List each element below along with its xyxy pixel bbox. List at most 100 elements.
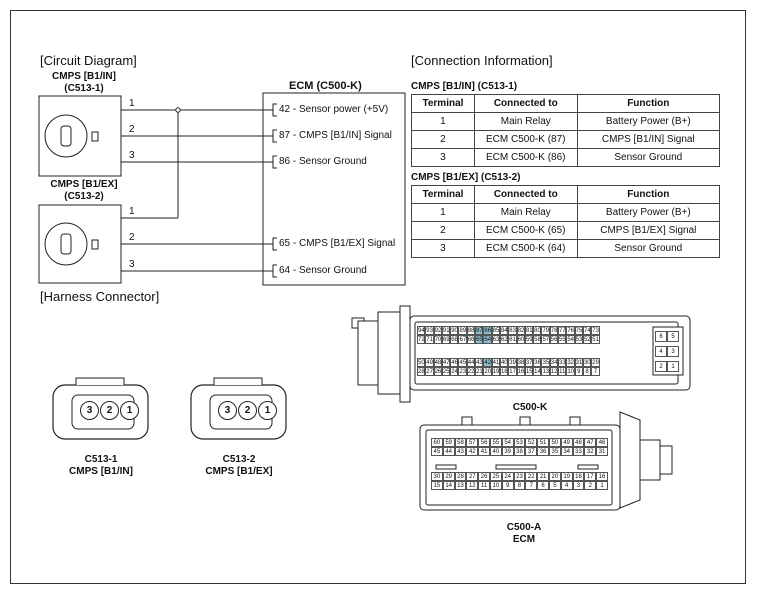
pin-35: 35 [548,447,561,456]
pin-9: 9 [574,367,583,376]
pin-20: 20 [483,367,492,376]
pin-6: 6 [655,331,667,342]
pin-44: 44 [466,358,476,367]
pin-1: 1 [120,401,139,420]
pin-48: 48 [433,358,442,367]
pin-57: 57 [541,335,550,344]
pin-92: 92 [433,326,442,335]
sensor1-name: CMPS [B1/IN] (C513-1) [52,71,116,94]
pin-1: 1 [596,481,608,490]
ecm-pin-label: 65 - CMPS [B1/EX] Signal [279,238,396,249]
pin-31: 31 [574,358,583,367]
c513-1-pins: 3 2 1 [80,401,139,420]
pin-24: 24 [501,472,514,481]
pin-56: 56 [478,438,490,447]
pin-86: 86 [483,326,492,335]
c513-1-caption: C513-1 CMPS [B1/IN] [69,454,133,477]
c500a-caption: C500-A ECM [506,522,542,545]
pin-12: 12 [466,481,479,490]
pin-46: 46 [450,358,459,367]
pin-33: 33 [572,447,585,456]
pin-81: 81 [524,326,534,335]
pin-38: 38 [513,447,526,456]
pin-78: 78 [549,326,559,335]
pin-11: 11 [478,481,490,490]
pin-24: 24 [450,367,459,376]
pin-77: 77 [558,326,567,335]
pin-1: 1 [667,361,679,372]
pin-71: 71 [425,335,434,344]
pin-48: 48 [572,438,585,447]
pin-72: 72 [417,335,426,344]
pin-45: 45 [431,447,443,456]
pin-42: 42 [483,358,492,367]
pin-22: 22 [466,367,476,376]
pin-15: 15 [431,481,443,490]
pin-88: 88 [466,326,476,335]
pin-80: 80 [533,326,542,335]
pin-46: 46 [596,438,608,447]
pin-2: 2 [238,401,257,420]
pin-14: 14 [533,367,542,376]
pin-31: 31 [596,447,608,456]
pin-36: 36 [537,447,549,456]
pin-35: 35 [541,358,550,367]
ecm-title: ECM (C500-K) [289,80,362,92]
pin-54: 54 [566,335,575,344]
pin-43: 43 [475,358,484,367]
pin-2: 2 [584,481,597,490]
pin-63: 63 [491,335,500,344]
pin-41: 41 [491,358,500,367]
pin-39: 39 [501,447,514,456]
pin-51: 51 [537,438,549,447]
pin-87: 87 [475,326,484,335]
pin-29: 29 [591,358,600,367]
pin-8: 8 [582,367,592,376]
sensor2-name: CMPS [B1/EX] (C513-2) [50,179,118,202]
pin-67: 67 [458,335,467,344]
wire-number: 2 [129,124,135,135]
pin-16: 16 [516,367,525,376]
pin-47: 47 [584,438,597,447]
pin-53: 53 [574,335,583,344]
table2-title: CMPS [B1/EX] (C513-2) [411,172,521,183]
connection-table-c513-2: Terminal Connected to Function 1 Main Re… [411,185,721,258]
pin-51: 51 [591,335,600,344]
pin-20: 20 [548,472,561,481]
pin-4: 4 [560,481,573,490]
pin-55: 55 [489,438,502,447]
pin-5: 5 [548,481,561,490]
pin-2: 2 [100,401,119,420]
pin-28: 28 [417,367,426,376]
pin-56: 56 [549,335,559,344]
pin-17: 17 [508,367,517,376]
pin-23: 23 [513,472,526,481]
ecm-pin-label: 86 - Sensor Ground [279,156,367,167]
pin-16: 16 [596,472,608,481]
pin-40: 40 [489,447,502,456]
pin-34: 34 [560,447,573,456]
ecm-box [262,92,406,286]
pin-37: 37 [524,358,534,367]
pin-85: 85 [491,326,500,335]
pin-66: 66 [466,335,476,344]
pin-22: 22 [525,472,538,481]
table-row: 1 Main Relay Battery Power (B+) [411,112,721,131]
pin-90: 90 [450,326,459,335]
pin-7: 7 [525,481,538,490]
pin-58: 58 [533,335,542,344]
connection-table-c513-1: Terminal Connected to Function 1 Main Re… [411,94,721,167]
pin-32: 32 [566,358,575,367]
pin-68: 68 [450,335,459,344]
pin-21: 21 [475,367,484,376]
ecm-pin-label: 64 - Sensor Ground [279,265,367,276]
